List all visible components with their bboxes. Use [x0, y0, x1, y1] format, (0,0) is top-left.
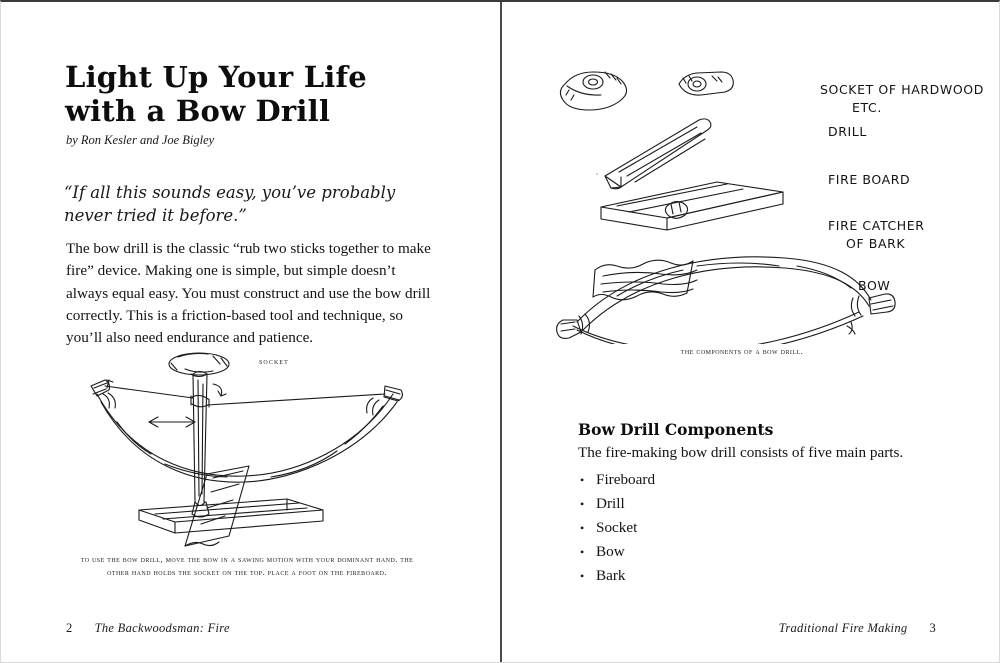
list-item: Bark: [578, 564, 655, 588]
list-item: Socket: [578, 516, 655, 540]
bow-drill-in-use-illustration: [73, 350, 418, 550]
diagram-label-group: SOCKET OF HARDWOOD ETC. DRILL FIRE BOARD…: [820, 82, 984, 293]
running-head-right: Traditional Fire Making: [778, 621, 908, 635]
list-item: Bow: [578, 540, 655, 564]
label-fire-catcher: FIRE CATCHER: [828, 218, 925, 233]
bow-drill-components-illustration: [547, 54, 967, 344]
running-head-left: The Backwoodsman: Fire: [94, 621, 230, 635]
figure-caption-right: The components of a bow drill.: [680, 346, 804, 356]
folio-right: Traditional Fire Making 3: [779, 621, 936, 636]
page-title-line-1: Light Up Your Life: [65, 60, 367, 94]
section-intro-text: The fire-making bow drill consists of fi…: [578, 444, 904, 461]
page-title-line-2: with a Bow Drill: [65, 94, 331, 129]
socket-label: Socket: [259, 356, 289, 366]
list-item: Drill: [578, 492, 655, 516]
figure-caption-left: To use the bow drill, move the bow in a …: [80, 555, 414, 577]
list-item: Fireboard: [578, 468, 655, 492]
right-page: SOCKET OF HARDWOOD ETC. DRILL FIRE BOARD…: [502, 2, 999, 662]
folio-left-number: 2: [66, 621, 73, 635]
folio-left: 2 The Backwoodsman: Fire: [66, 621, 230, 636]
label-socket-of-hardwood: SOCKET OF HARDWOOD: [820, 82, 984, 97]
section-heading: Bow Drill Components: [578, 420, 774, 439]
label-bow: BOW: [858, 278, 890, 293]
folio-right-number: 3: [929, 621, 936, 635]
label-etc: ETC.: [852, 100, 882, 115]
pull-quote: “If all this sounds easy, you’ve probabl…: [64, 183, 396, 226]
label-of-bark: OF BARK: [846, 236, 905, 251]
parts-list: Fireboard Drill Socket Bow Bark: [578, 468, 655, 588]
label-drill: DRILL: [828, 124, 867, 139]
label-fire-board: FIRE BOARD: [828, 172, 910, 187]
left-page: Light Up Your Life with a Bow Drill by R…: [1, 2, 500, 662]
page-title: Light Up Your Life with a Bow Drill: [65, 60, 465, 128]
byline: by Ron Kesler and Joe Bigley: [66, 133, 215, 147]
body-paragraph: The bow drill is the classic “rub two st…: [66, 240, 431, 347]
page-gutter-divider: [500, 2, 502, 662]
